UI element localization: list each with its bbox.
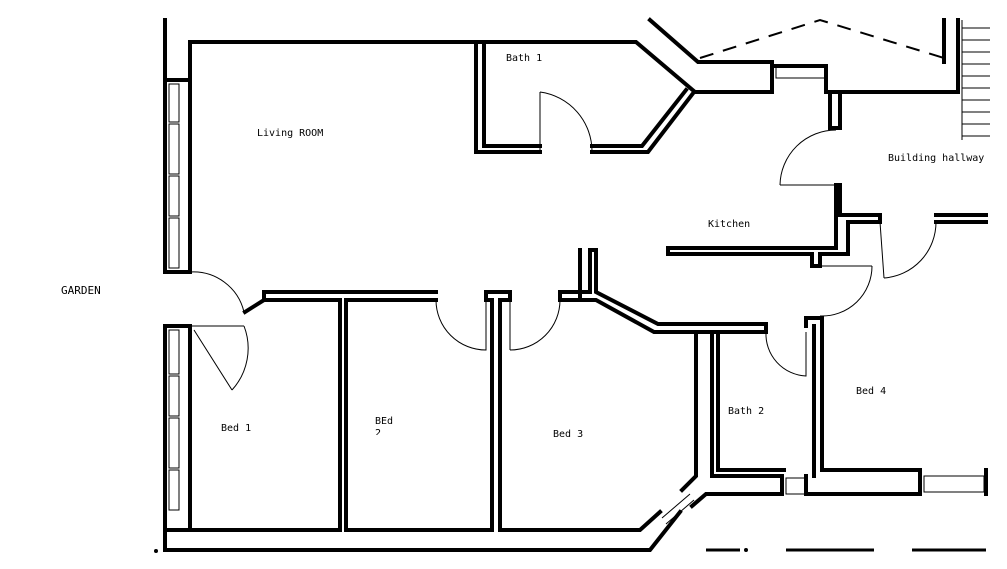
room-label-bed-2: BEd bbox=[375, 416, 394, 427]
stairs bbox=[961, 20, 990, 140]
room-label-bath-2: Bath 2 bbox=[728, 406, 765, 417]
room-label-bath-1: Bath 1 bbox=[506, 53, 543, 64]
room-label-building-hallway: Building hallway bbox=[888, 153, 985, 164]
windows bbox=[168, 65, 985, 525]
door-swings bbox=[189, 91, 937, 391]
room-label-bed-2-suffix: 2 bbox=[375, 429, 382, 435]
room-label-bed-3: Bed 3 bbox=[553, 429, 584, 440]
room-label-garden: GARDEN bbox=[61, 284, 101, 297]
room-label-kitchen: Kitchen bbox=[708, 219, 751, 230]
room-label-living-room: Living ROOM bbox=[257, 128, 324, 139]
room-label-bed-1: Bed 1 bbox=[221, 423, 252, 434]
room-label-bed-4: Bed 4 bbox=[856, 386, 887, 397]
outer-walls bbox=[163, 17, 988, 552]
bay-window-outline bbox=[699, 18, 945, 59]
